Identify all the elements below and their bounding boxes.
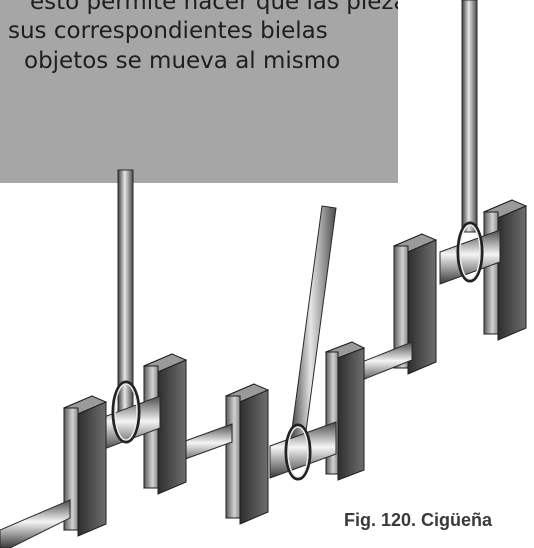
main-shaft <box>0 499 71 548</box>
text-line: objetos se mueva al mismo <box>24 48 341 74</box>
connecting-rod <box>461 0 478 233</box>
crank-web-block <box>392 233 438 375</box>
text-box: esto permite hacer que las piezas sus co… <box>0 0 398 183</box>
text-line: sus correspondientes bielas <box>8 18 328 44</box>
figure-caption: Fig. 120. Cigüeña <box>344 510 493 530</box>
connecting-rod <box>117 169 134 415</box>
bearing-ring <box>284 423 312 481</box>
crank-web-block <box>324 341 366 481</box>
bearing-ring <box>111 380 141 444</box>
text-line: esto permite hacer que las piezas <box>30 0 398 15</box>
crank-web-block <box>62 395 108 537</box>
crank-web-block <box>482 199 528 341</box>
crank-web-block <box>224 383 270 525</box>
bearing-ring <box>456 221 484 283</box>
